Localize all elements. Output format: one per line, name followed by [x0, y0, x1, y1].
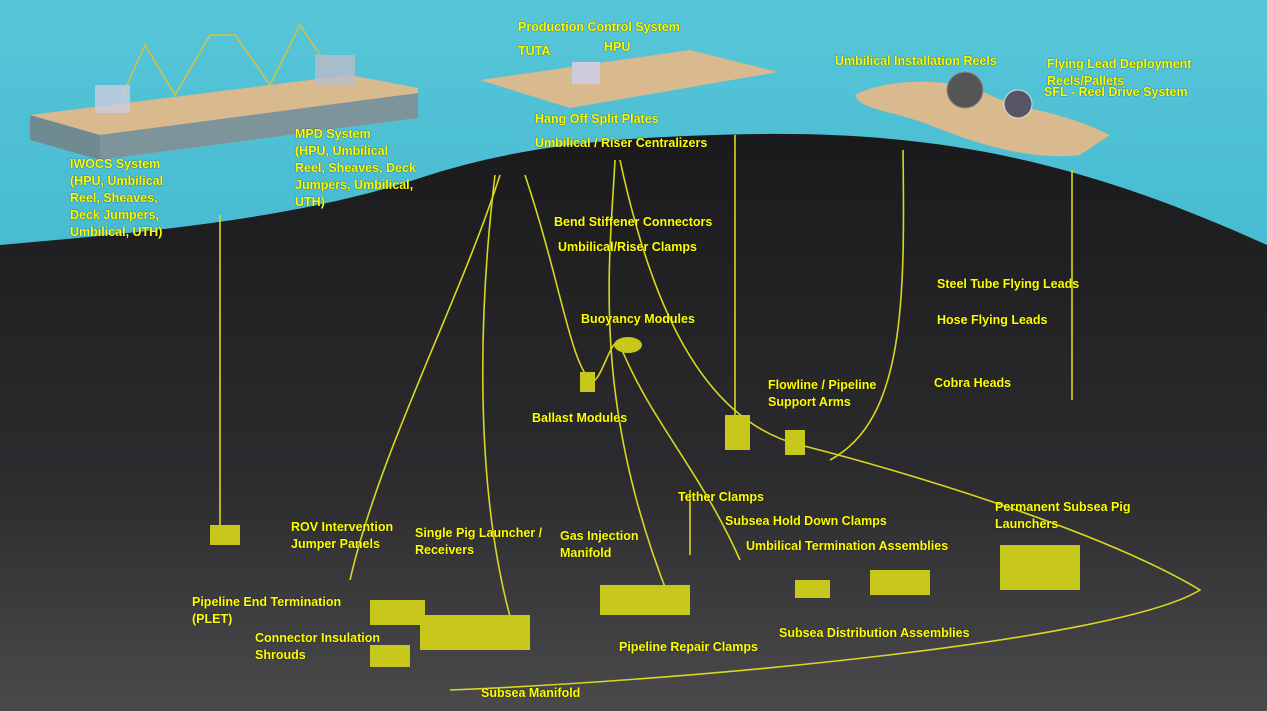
label-gas-injection-manifold: Gas Injection Manifold	[560, 529, 639, 560]
subsea-equipment	[210, 337, 1080, 667]
label-umbilical-installation-reels: Umbilical Installation Reels	[835, 54, 997, 68]
label-single-pig-launcher: Single Pig Launcher / Receivers	[415, 526, 543, 557]
label-production-control-system: Production Control System	[518, 20, 680, 34]
flying-lead-reel	[1003, 89, 1033, 119]
label-flowline-support-arms: Flowline / Pipeline Support Arms	[768, 378, 877, 409]
label-cobra-heads: Cobra Heads	[934, 376, 1012, 390]
hpu-unit	[572, 62, 600, 84]
label-ballast-modules: Ballast Modules	[532, 411, 628, 425]
label-flying-lead-reels: Flying Lead Deployment Reels/Pallets	[1047, 57, 1192, 88]
label-hpu: HPU	[604, 40, 631, 54]
label-umbilical-termination-assemblies: Umbilical Termination Assemblies	[746, 539, 949, 553]
label-hang-off-split-plates: Hang Off Split Plates	[535, 112, 659, 126]
label-riser-clamps: Umbilical/Riser Clamps	[558, 240, 697, 254]
production-vessel-deck	[480, 50, 778, 108]
label-tuta: TUTA	[518, 44, 551, 58]
label-rov-jumper-panels: ROV Intervention Jumper Panels	[291, 520, 394, 551]
reel-vessel-deck	[855, 81, 1110, 157]
umbilical-reel	[946, 71, 984, 109]
label-mpd-system: MPD System (HPU, Umbilical Reel, Sheaves…	[295, 127, 416, 209]
label-hold-down-clamps: Subsea Hold Down Clamps	[725, 514, 887, 528]
risers-umbilicals	[219, 135, 1202, 691]
label-iwocs-system: IWOCS System (HPU, Umbilical Reel, Sheav…	[70, 157, 164, 239]
label-steel-tube-flying-leads: Steel Tube Flying Leads	[937, 277, 1080, 291]
seabed	[0, 133, 1267, 711]
label-bend-stiffener: Bend Stiffener Connectors	[554, 215, 713, 229]
label-plet: Pipeline End Termination (PLET)	[192, 595, 342, 626]
label-pipeline-repair-clamps: Pipeline Repair Clamps	[619, 640, 758, 654]
label-tether-clamps: Tether Clamps	[678, 490, 764, 504]
label-centralizers: Umbilical / Riser Centralizers	[535, 136, 708, 150]
label-buoyancy-modules: Buoyancy Modules	[581, 312, 695, 326]
label-permanent-pig-launchers: Permanent Subsea Pig Launchers	[995, 500, 1131, 531]
label-subsea-manifold: Subsea Manifold	[481, 686, 581, 700]
label-connector-shrouds: Connector Insulation Shrouds	[255, 631, 380, 662]
label-sfl-reel-drive: SFL - Reel Drive System	[1044, 85, 1188, 99]
label-hose-flying-leads: Hose Flying Leads	[937, 313, 1048, 327]
drilling-rig-platform	[30, 23, 418, 160]
label-subsea-distribution: Subsea Distribution Assemblies	[779, 626, 970, 640]
